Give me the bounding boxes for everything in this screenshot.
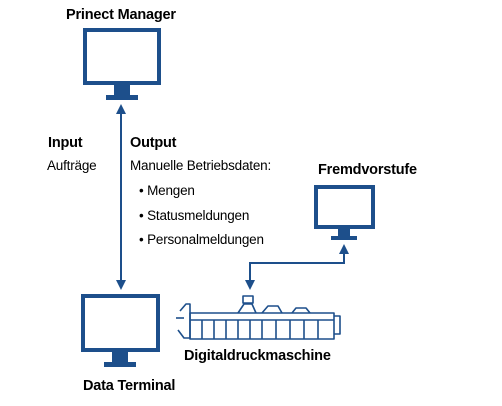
data-terminal-monitor-icon <box>81 294 160 367</box>
output-subtitle: Manuelle Betriebsdaten: <box>130 158 271 173</box>
output-item-mengen: • Mengen <box>139 184 195 198</box>
prinect-manager-monitor-icon <box>83 28 161 100</box>
digitaldruckmaschine-label: Digitaldruckmaschine <box>184 348 331 364</box>
output-title: Output <box>130 135 177 151</box>
fremdvorstufe-monitor-icon <box>314 185 375 240</box>
output-item-personalmeldungen: • Personalmeldungen <box>139 233 264 247</box>
output-item-statusmeldungen: • Statusmeldungen <box>139 209 249 223</box>
output-item-text: Mengen <box>147 183 195 198</box>
input-title: Input <box>48 135 83 151</box>
vertical-double-arrow-icon <box>116 104 126 290</box>
output-item-text: Personalmeldungen <box>147 232 264 247</box>
bullet: • <box>139 208 144 223</box>
bullet: • <box>139 183 144 198</box>
fremdvorstufe-label: Fremdvorstufe <box>318 162 417 178</box>
input-item-auftraege: Aufträge <box>47 158 97 173</box>
data-terminal-label: Data Terminal <box>83 378 176 394</box>
elbow-double-arrow-icon <box>245 244 349 290</box>
digitaldruckmaschine-icon <box>176 295 341 340</box>
output-item-text: Statusmeldungen <box>147 208 250 223</box>
prinect-manager-label: Prinect Manager <box>66 7 176 23</box>
bullet: • <box>139 232 144 247</box>
